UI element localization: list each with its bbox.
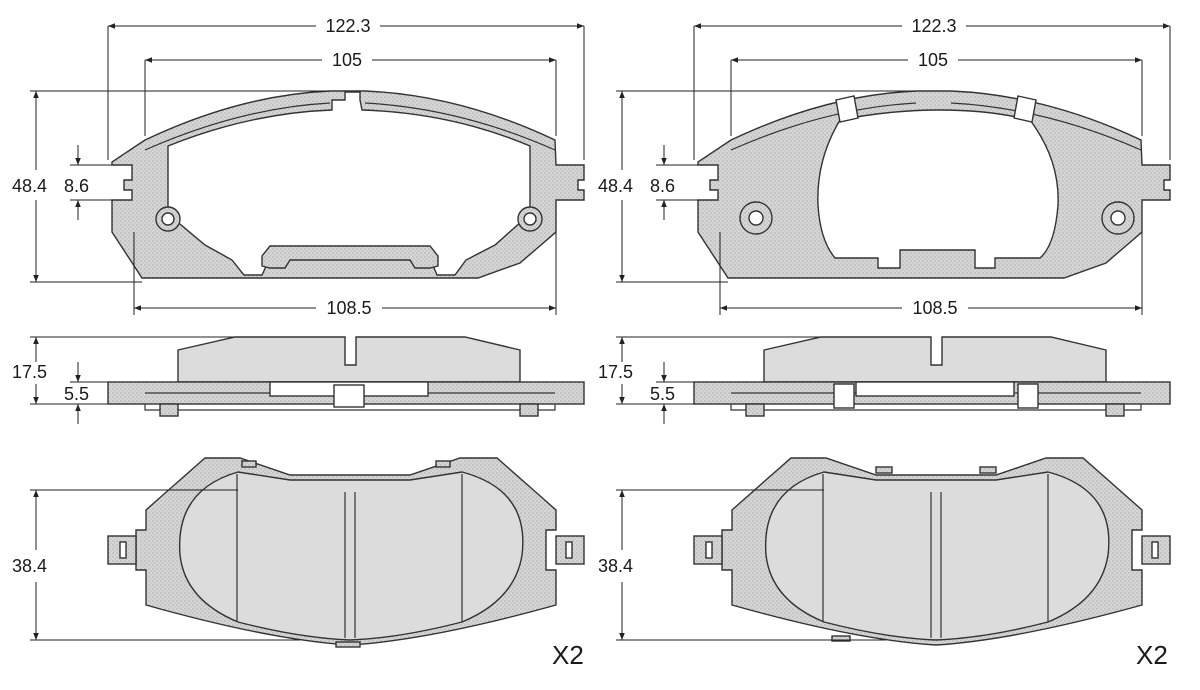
right-height: 48.4 [598,176,633,196]
right-thickness-plate: 5.5 [650,384,675,404]
right-quantity: X2 [1136,640,1168,670]
left-pad-height: 38.4 [12,556,47,576]
left-height: 48.4 [12,176,47,196]
left-thickness-plate: 5.5 [64,384,89,404]
left-side-view: 17.5 5.5 [12,336,585,424]
right-thickness-total: 17.5 [598,362,633,382]
right-rear-view: 38.4 X2 [598,457,1171,670]
right-top-width-outer: 122.3 [911,16,956,36]
right-tab-height: 8.6 [650,176,675,196]
right-side-view: 17.5 5.5 [598,336,1171,424]
right-bottom-width: 108.5 [912,298,957,318]
left-thickness-total: 17.5 [12,362,47,382]
right-pad-height: 38.4 [598,556,633,576]
left-quantity: X2 [552,640,584,670]
left-front-view: 122.3 105 108.5 48.4 8.6 [12,16,585,318]
right-top-width-inner: 105 [918,50,948,70]
left-tab-height: 8.6 [64,176,89,196]
left-bottom-width: 108.5 [326,298,371,318]
right-front-view: 122.3 105 108.5 48.4 8.6 [598,16,1171,318]
left-rear-view: 38.4 X2 [12,457,585,670]
left-top-width-inner: 105 [332,50,362,70]
left-top-width-outer: 122.3 [325,16,370,36]
